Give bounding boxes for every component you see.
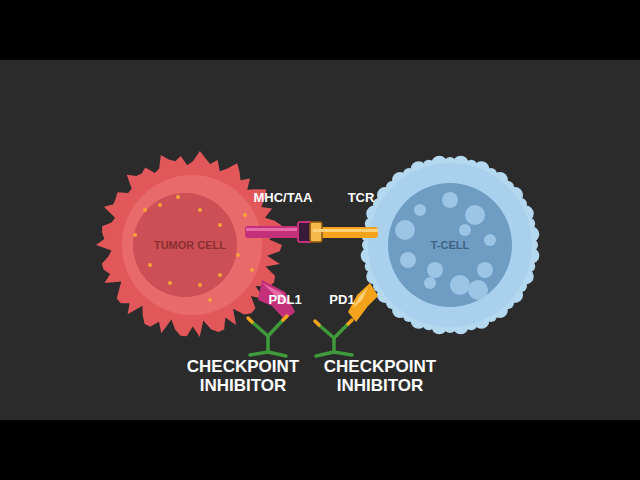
- molecule-label: PDL1: [268, 293, 301, 307]
- tumor-granule: [168, 281, 172, 285]
- tumor-membrane: [96, 151, 282, 337]
- cell-label: TUMOR CELL: [154, 239, 226, 251]
- pdl1-highlight: [262, 283, 289, 305]
- inhibitor-label: CHECKPOINT INHIBITOR: [181, 358, 306, 395]
- t-cell-nucleus: [388, 183, 512, 307]
- t-cell-spot: [414, 204, 426, 216]
- tumor-granule: [250, 268, 254, 272]
- tumor-granule: [243, 213, 247, 217]
- inhibitor-label: CHECKPOINT INHIBITOR: [318, 358, 443, 395]
- pd1-highlight: [353, 287, 368, 308]
- t-cell-spot: [400, 252, 416, 268]
- mhc-highlight: [246, 228, 304, 231]
- t-cell-spot: [484, 234, 496, 246]
- tumor-granule: [218, 223, 222, 227]
- tumor-nucleus: [133, 193, 237, 297]
- t-cell: T-CELL: [360, 155, 540, 335]
- t-cell-spot: [424, 277, 436, 289]
- tumor-cell: TUMOR CELL: [90, 145, 290, 345]
- tumor-granule: [176, 195, 180, 199]
- t-cell-spot: [465, 205, 485, 225]
- t-cell-spot: [468, 280, 488, 300]
- t-cell-spot: [477, 262, 493, 278]
- tumor-cytoplasm: [122, 175, 262, 315]
- molecule-label: MHC/TAA: [254, 191, 313, 205]
- t-cell-spot: [459, 224, 471, 236]
- antibody-right-tips: [315, 320, 352, 325]
- cell-label: T-CELL: [431, 239, 470, 251]
- t-cell-spot: [450, 275, 470, 295]
- t-cell-spot: [442, 192, 458, 208]
- mhc-bar: [245, 226, 305, 238]
- tumor-granule: [133, 233, 137, 237]
- antibody-right: [316, 324, 352, 356]
- bottom-bar: [0, 420, 640, 480]
- molecule-label: TCR: [348, 191, 375, 205]
- pd1-molecule: [348, 283, 378, 322]
- tumor-granule: [198, 208, 202, 212]
- tumor-granule: [148, 263, 152, 267]
- t-cell-membrane: [368, 163, 532, 327]
- tumor-granule: [143, 208, 147, 212]
- tumor-granule: [208, 298, 212, 302]
- tcr-highlight: [313, 229, 378, 232]
- t-cell-spot: [395, 220, 415, 240]
- tumor-granule: [158, 203, 162, 207]
- tumor-granule: [236, 253, 240, 257]
- antibody-left: [250, 320, 286, 356]
- molecule-label: PD1: [329, 293, 354, 307]
- tumor-granule: [218, 273, 222, 277]
- pdl1-molecule: [258, 280, 295, 320]
- antibody-left-tips: [248, 316, 287, 322]
- t-cell-spot: [427, 262, 443, 278]
- top-bar: [0, 0, 640, 60]
- tumor-granule: [198, 283, 202, 287]
